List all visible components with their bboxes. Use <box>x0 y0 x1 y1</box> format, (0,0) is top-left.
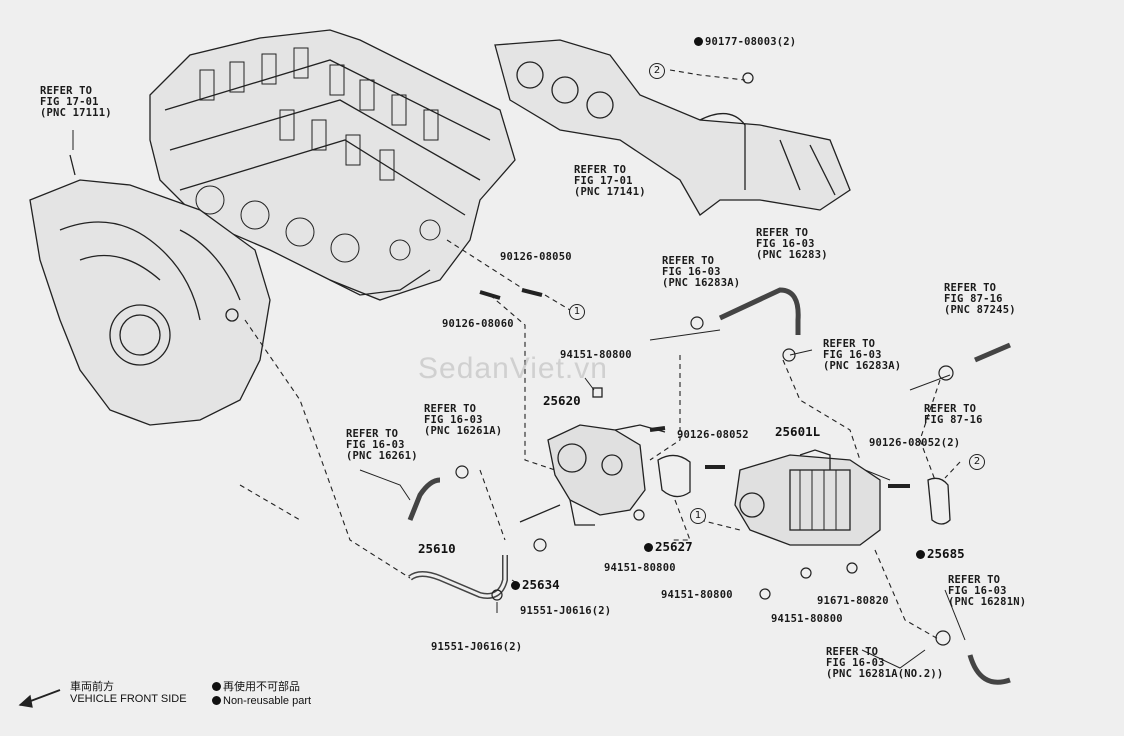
exhaust-manifold-drawing <box>494 39 851 216</box>
legend-front-jp: 車両前方 <box>70 681 114 693</box>
stud-bolts <box>479 288 910 488</box>
marker-2-lower: 2 <box>969 454 985 470</box>
hose-drawings <box>407 287 1011 685</box>
non-reusable-dot-icon <box>511 581 520 590</box>
part-94151-80800-lower: 94151-80800 <box>661 589 733 601</box>
gasket-25685-drawing <box>927 477 951 525</box>
part-90126-08060: 90126-08060 <box>442 318 514 330</box>
marker-1-upper: 1 <box>569 304 585 320</box>
part-91671-80820: 91671-80820 <box>817 595 889 607</box>
part-90126-08052: 90126-08052 <box>677 429 749 441</box>
dashed-leaders <box>239 69 961 641</box>
part-25620: 25620 <box>543 393 581 408</box>
egr-valve-drawing <box>519 387 666 526</box>
part-25634: 25634 <box>511 577 560 592</box>
marker-1-lower: 1 <box>690 508 706 524</box>
part-94151-80800-bottom: 94151-80800 <box>771 613 843 625</box>
egr-cooler-drawing <box>734 449 881 546</box>
non-reusable-dot-icon <box>916 550 925 559</box>
gasket-25627-drawing <box>657 454 691 498</box>
legend-front-en: VEHICLE FRONT SIDE <box>70 693 187 705</box>
part-25601l: 25601L <box>775 424 821 439</box>
front-arrow-head <box>18 694 33 708</box>
part-91551-j0616-right: 91551-J0616(2) <box>520 605 612 617</box>
part-25610: 25610 <box>418 541 456 556</box>
clamps-nuts <box>455 72 954 646</box>
non-reusable-dot-icon <box>644 543 653 552</box>
part-25627: 25627 <box>644 539 693 554</box>
intake-manifold-drawing <box>29 154 271 426</box>
part-90177-08003: 90177-08003(2) <box>694 37 796 48</box>
marker-2-upper: 2 <box>649 63 665 79</box>
part-94151-80800-mid: 94151-80800 <box>604 562 676 574</box>
non-reusable-dot-icon <box>694 37 703 46</box>
part-94151-80800-top: 94151-80800 <box>560 349 632 361</box>
non-reusable-dot-icon <box>212 682 221 691</box>
part-90126-08050: 90126-08050 <box>500 251 572 263</box>
cylinder-head-drawing <box>149 29 516 301</box>
part-25685: 25685 <box>916 546 965 561</box>
legend-nonreuse-en: Non-reusable part <box>212 695 311 707</box>
part-91551-j0616-bottom: 91551-J0616(2) <box>431 641 523 653</box>
legend-nonreuse-jp: 再使用不可部品 <box>212 678 300 694</box>
part-90126-08052-2: 90126-08052(2) <box>869 437 961 449</box>
solid-leaders <box>72 130 966 669</box>
non-reusable-dot-icon <box>212 696 221 705</box>
watermark: SedanViet.vn <box>418 352 608 385</box>
